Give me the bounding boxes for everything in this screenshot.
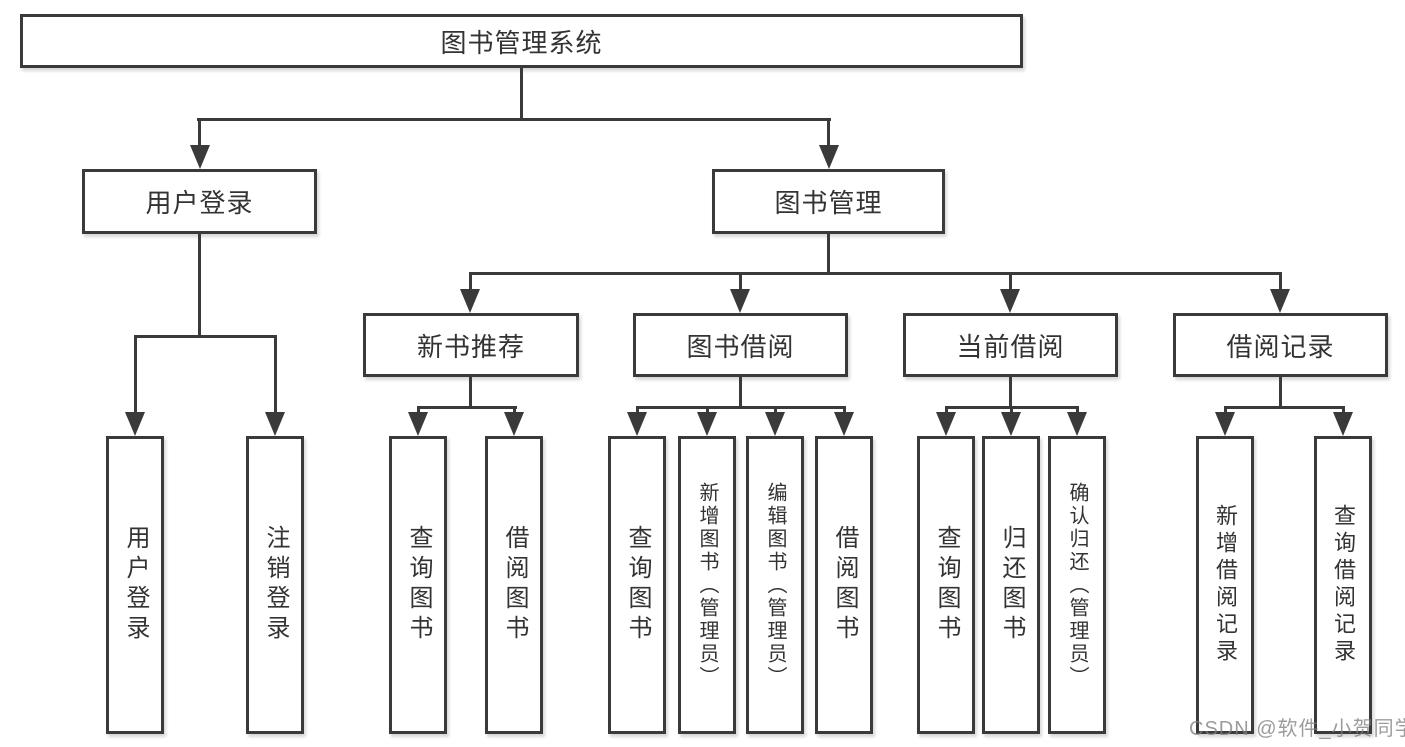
arrow-down-icon (834, 412, 854, 436)
arrow-down-icon (125, 412, 145, 436)
node-new-book-recommend-label: 新书推荐 (416, 331, 525, 362)
arrow-down-icon (1067, 412, 1087, 436)
connector-line (469, 375, 472, 408)
arrow-down-icon (408, 412, 428, 436)
leaf-query-books-borrow-label: 查询图书 (624, 525, 651, 645)
node-borrow-records: 借阅记录 (1173, 313, 1388, 377)
leaf-edit-book-admin-label: 编辑图书（管理员） (764, 481, 786, 689)
leaf-borrow-books-label: 借阅图书 (831, 525, 858, 645)
arrow-down-icon (460, 289, 480, 313)
node-current-borrow: 当前借阅 (903, 313, 1118, 377)
arrow-down-icon (1270, 289, 1290, 313)
arrow-down-icon (1000, 289, 1020, 313)
connector-line (739, 272, 742, 292)
leaf-borrow-books: 借阅图书 (815, 436, 873, 734)
connector-line (1224, 406, 1345, 409)
arrow-down-icon (190, 145, 210, 169)
connector-line (774, 406, 777, 415)
connector-line (1279, 375, 1282, 408)
connector-line (843, 406, 846, 415)
connector-line (1279, 272, 1282, 292)
node-user-login-label: 用户登录 (145, 188, 254, 218)
connector-line (520, 68, 523, 118)
node-book-management-label: 图书管理 (774, 188, 883, 218)
leaf-query-books-borrow: 查询图书 (608, 436, 666, 734)
connector-line (1009, 272, 1012, 292)
connector-line (134, 335, 276, 338)
arrow-down-icon (627, 412, 647, 436)
arrow-down-icon (730, 289, 750, 313)
node-book-borrow: 图书借阅 (633, 313, 848, 377)
leaf-edit-book-admin: 编辑图书（管理员） (746, 436, 804, 734)
connector-line (198, 232, 201, 337)
leaf-query-borrow-record: 查询借阅记录 (1314, 436, 1372, 734)
leaf-add-book-admin: 新增图书（管理员） (678, 436, 736, 734)
connector-line (198, 118, 201, 150)
connector-line (197, 118, 831, 121)
arrow-down-icon (819, 145, 839, 169)
arrow-down-icon (765, 412, 785, 436)
node-root-label: 图书管理系统 (440, 27, 603, 58)
connector-line (274, 335, 277, 415)
leaf-add-book-admin-label: 新增图书（管理员） (696, 481, 718, 689)
connector-line (1009, 375, 1012, 408)
arrow-down-icon (1215, 412, 1235, 436)
connector-line (417, 406, 420, 415)
connector-line (739, 375, 742, 408)
connector-line (827, 232, 830, 273)
leaf-query-books-recommend: 查询图书 (389, 436, 447, 734)
leaf-user-login: 用户登录 (106, 436, 164, 734)
leaf-confirm-return-admin-label: 确认归还（管理员） (1066, 481, 1088, 689)
leaf-query-books-current-label: 查询图书 (933, 525, 960, 645)
leaf-query-books-current: 查询图书 (917, 436, 975, 734)
leaf-borrow-books-recommend: 借阅图书 (485, 436, 543, 734)
connector-line (469, 272, 1282, 275)
csdn-watermark: CSDN @软件_小贺同学 (1189, 718, 1405, 740)
leaf-add-borrow-record-label: 新增借阅记录 (1213, 504, 1238, 666)
arrow-down-icon (1333, 412, 1353, 436)
node-book-management: 图书管理 (712, 169, 945, 234)
arrow-down-icon (265, 412, 285, 436)
connector-line (636, 406, 639, 415)
arrow-down-icon (936, 412, 956, 436)
connector-line (706, 406, 709, 415)
node-root-system: 图书管理系统 (20, 14, 1023, 68)
arrow-down-icon (697, 412, 717, 436)
connector-line (513, 406, 516, 415)
leaf-confirm-return-admin: 确认归还（管理员） (1048, 436, 1106, 734)
connector-line (636, 406, 846, 409)
node-current-borrow-label: 当前借阅 (956, 331, 1065, 362)
arrow-down-icon (504, 412, 524, 436)
node-user-login: 用户登录 (82, 169, 317, 234)
leaf-logout: 注销登录 (246, 436, 304, 734)
leaf-return-book: 归还图书 (982, 436, 1040, 734)
connector-line (417, 406, 517, 409)
connector-line (1076, 406, 1079, 415)
connector-line (945, 406, 948, 415)
leaf-logout-label: 注销登录 (262, 525, 289, 645)
connector-line (827, 118, 830, 150)
leaf-user-login-label: 用户登录 (122, 525, 149, 645)
connector-line (1224, 406, 1227, 415)
connector-line (469, 272, 472, 292)
leaf-borrow-books-recommend-label: 借阅图书 (501, 525, 528, 645)
connector-line (1010, 406, 1013, 415)
connector-line (1342, 406, 1345, 415)
leaf-query-borrow-record-label: 查询借阅记录 (1331, 504, 1356, 666)
leaf-add-borrow-record: 新增借阅记录 (1196, 436, 1254, 734)
connector-line (134, 335, 137, 415)
node-book-borrow-label: 图书借阅 (686, 331, 795, 362)
leaf-return-book-label: 归还图书 (998, 525, 1025, 645)
node-borrow-records-label: 借阅记录 (1226, 331, 1335, 362)
leaf-query-books-recommend-label: 查询图书 (405, 525, 432, 645)
arrow-down-icon (1001, 412, 1021, 436)
node-new-book-recommend: 新书推荐 (363, 313, 579, 377)
